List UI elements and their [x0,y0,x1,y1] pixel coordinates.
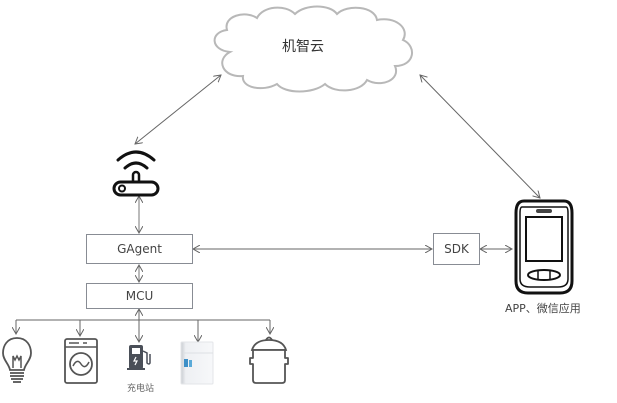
gagent-label: GAgent [117,242,162,256]
sdk-node: SDK [433,233,480,265]
mcu-label: MCU [125,289,154,303]
phone-label: APP、微信应用 [505,302,581,315]
device-label-charging-station: 充电站 [127,384,155,394]
rice-cooker-icon [249,336,289,384]
washing-machine-icon [64,338,98,384]
light-bulb-icon [2,337,32,383]
connector-cloud-phone [420,75,540,198]
gagent-node: GAgent [86,234,193,264]
refrigerator-icon [180,341,214,385]
connector-cloud-router [135,75,221,144]
charging-station-icon [127,345,151,370]
cloud-label: 机智云 [282,39,324,55]
router-icon [112,150,160,197]
sdk-label: SDK [444,242,469,256]
cloud-icon [213,5,413,93]
mcu-node: MCU [86,283,193,309]
smartphone-icon [514,199,574,295]
